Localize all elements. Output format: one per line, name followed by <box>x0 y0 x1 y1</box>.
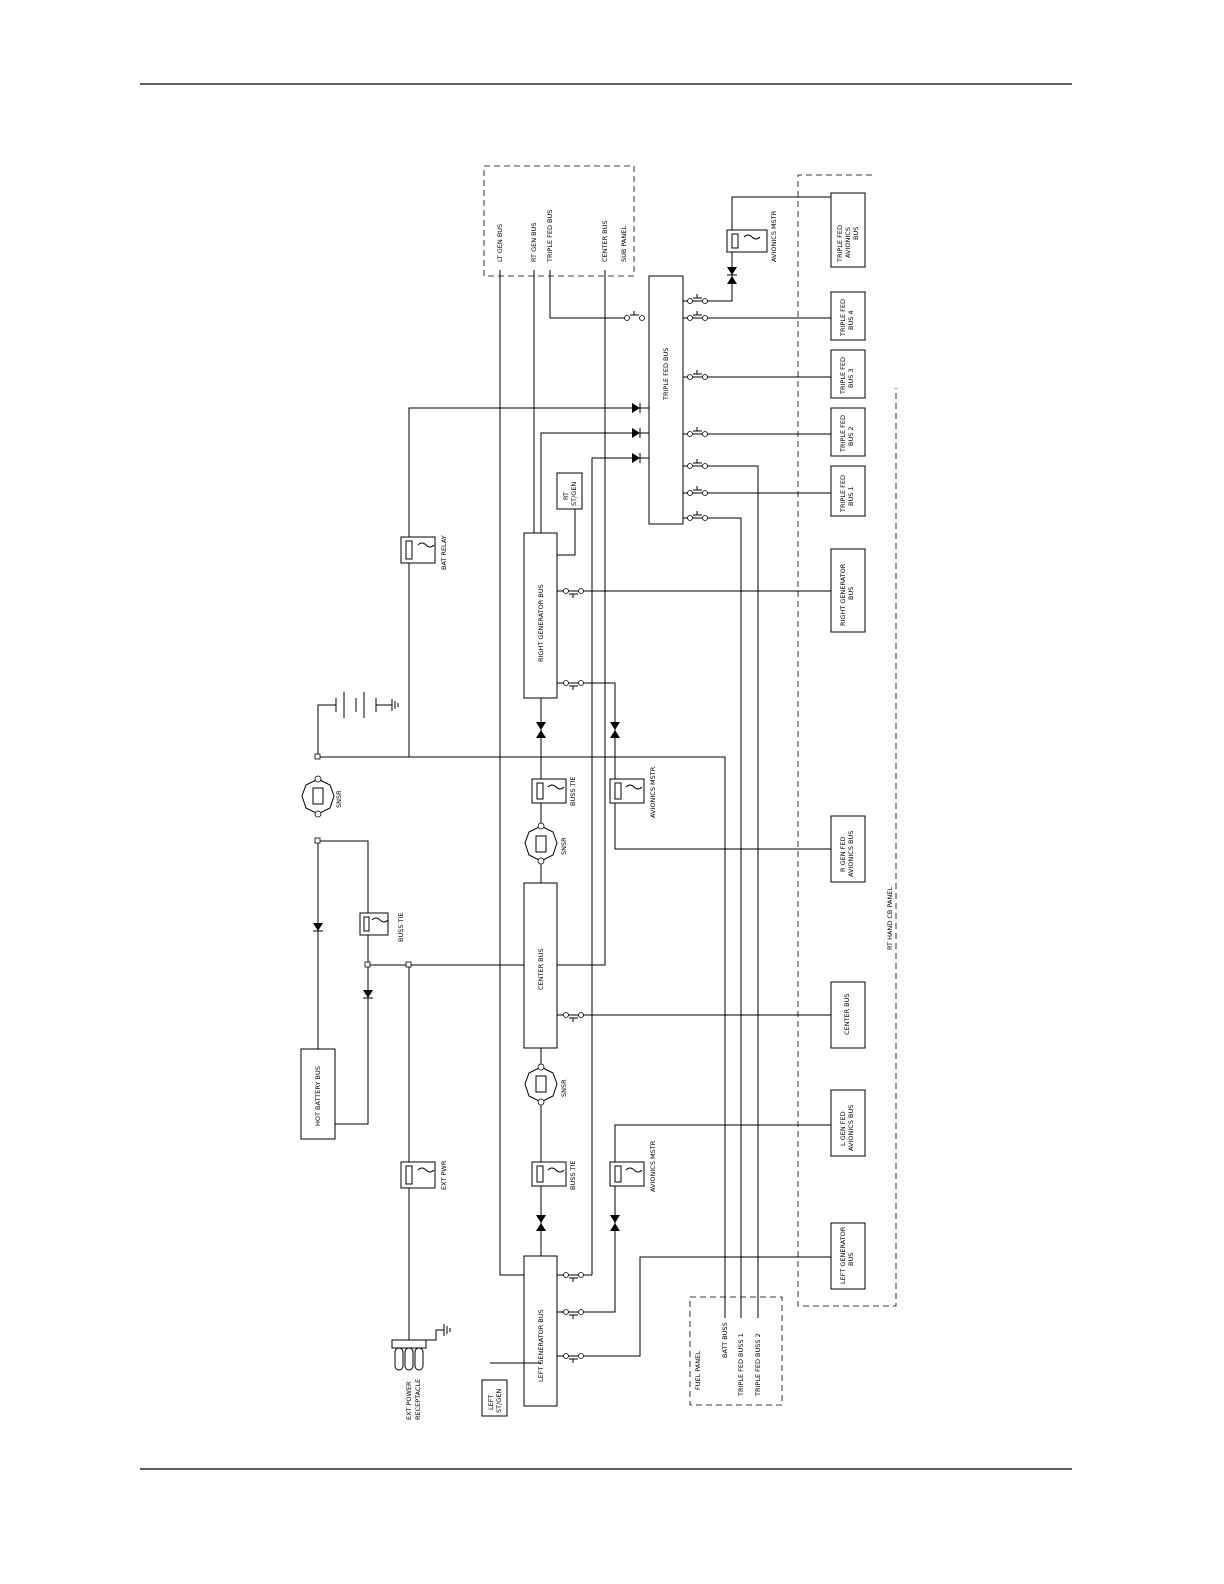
snsr-right-label: SNSR <box>560 837 568 855</box>
rt-st-gen-label-1: RT <box>562 492 570 500</box>
fuel-panel-label: FUEL PANEL <box>694 1351 702 1390</box>
cb-left-generator-bus <box>830 1222 866 1290</box>
buss-tie-hot-label: BUSS TIE <box>397 912 405 942</box>
cb-triple-fed-bus-4 <box>830 291 866 341</box>
triple-fed-bus-sub-label: TRIPLE FED BUS <box>546 210 554 263</box>
buss-tie-hot-relay-icon <box>359 912 389 936</box>
ext-power-receptacle-label-1: EXT POWER <box>405 1381 413 1420</box>
battery-icon <box>335 692 399 718</box>
cb-tf-3-label-1: TRIPLE FED <box>839 357 847 395</box>
lt-gen-bus-label: LT GEN BUS <box>496 224 504 262</box>
cb-right-gen-label-2: BUS <box>847 587 855 600</box>
cb-r-gen-fed-label-2: AVIONICS BUS <box>847 831 855 877</box>
diodes <box>313 267 737 1231</box>
sub-panel-label: SUB PANEL <box>620 226 628 262</box>
left-st-gen-box <box>481 1379 508 1417</box>
left-st-gen-label-1: LEFT <box>487 1395 495 1410</box>
ext-power-receptacle-label-2: RECEPTACLE <box>414 1379 422 1420</box>
rt-hand-cb-panel <box>797 174 897 1307</box>
left-generator-bus <box>523 1255 558 1407</box>
avionics-mstr-left-label: AVIONICS MSTR <box>649 1140 657 1192</box>
triple-fed-buss-1-label: TRIPLE FED BUSS 1 <box>737 1333 745 1397</box>
snsr-right-icon <box>524 822 558 865</box>
cb-r-gen-fed-avionics-bus <box>830 815 866 883</box>
circuit-breakers <box>563 294 708 1363</box>
cb-tf-4-label-1: TRIPLE FED <box>839 299 847 337</box>
rt-st-gen-label-2: ST/GEN <box>570 482 578 506</box>
sub-panel <box>483 165 635 277</box>
cb-tf-avionics-label-3: BUS <box>852 227 860 240</box>
cb-r-gen-fed-label-1: R GEN FED <box>839 836 847 872</box>
hot-battery-bus <box>300 1048 336 1140</box>
triple-fed-bus <box>648 275 684 525</box>
ext-pwr-label: EXT PWR <box>440 1160 448 1190</box>
triple-fed-bus-label: TRIPLE FED BUS <box>662 348 670 401</box>
cb-tf-avionics-label-2: AVIONICS <box>844 227 852 258</box>
bat-relay-icon <box>400 536 436 564</box>
snsr-battery-label: SNSR <box>335 790 343 808</box>
rt-hand-cb-panel-label: RT HAND CB PANEL <box>886 887 894 950</box>
fuel-panel <box>689 1296 783 1406</box>
cb-triple-fed-bus-3 <box>830 349 866 399</box>
snsr-left-label: SNSR <box>560 1079 568 1097</box>
cb-tf-4-label-2: BUS 4 <box>847 310 855 330</box>
batt-buss-label: BATT BUSS <box>721 1322 729 1358</box>
cb-tf-1-label-2: BUS 1 <box>847 486 855 506</box>
cb-center-bus <box>830 981 866 1049</box>
cb-tf-1-label-1: TRIPLE FED <box>839 475 847 513</box>
rt-gen-bus-label: RT GEN BUS <box>530 223 538 263</box>
cb-triple-fed-bus-2 <box>830 407 866 457</box>
cb-l-gen-fed-label-2: AVIONICS BUS <box>847 1105 855 1151</box>
center-bus-sub-label: CENTER BUS <box>601 220 609 262</box>
cb-l-gen-fed-label-1: L GEN FED <box>839 1111 847 1146</box>
junctions <box>314 753 412 968</box>
buss-tie-left-relay-icon <box>531 1161 567 1187</box>
center-bus <box>523 882 558 1049</box>
ext-power-receptacle-icon <box>391 1339 427 1371</box>
avionics-mstr-triple-label: AVIONICS MSTR <box>770 210 778 262</box>
buss-tie-left-label: BUSS TIE <box>569 1160 577 1190</box>
cb-left-gen-label-1: LEFT GENERATOR <box>839 1226 847 1284</box>
cb-tf-avionics-label-1: TRIPLE FED <box>836 225 844 263</box>
avionics-mstr-triple-relay-icon <box>726 229 768 253</box>
snsr-left-icon <box>524 1063 558 1106</box>
buss-tie-right-label: BUSS TIE <box>569 776 577 806</box>
ext-pwr-relay-icon <box>400 1161 436 1189</box>
hot-battery-bus-label: HOT BATTERY BUS <box>314 1066 322 1126</box>
avionics-mstr-right-relay-icon <box>609 778 645 804</box>
cb-tf-2-label-1: TRIPLE FED <box>839 415 847 453</box>
cb-l-gen-fed-avionics-bus <box>830 1089 866 1157</box>
bat-relay-label: BAT RELAY <box>440 535 448 570</box>
cb-right-gen-label-1: RIGHT GENERATOR <box>839 563 847 626</box>
right-generator-bus <box>523 532 558 699</box>
ground-icon <box>443 1324 451 1336</box>
cb-left-gen-label-2: BUS <box>847 1253 855 1266</box>
cb-tf-3-label-2: BUS 3 <box>847 368 855 388</box>
avionics-mstr-left-relay-icon <box>609 1161 645 1187</box>
avionics-mstr-right-label: AVIONICS MSTR <box>649 766 657 818</box>
snsr-battery-icon <box>301 775 335 818</box>
left-generator-bus-label: LEFT GENERATOR BUS <box>537 1309 545 1382</box>
triple-fed-buss-2-label: TRIPLE FED BUSS 2 <box>754 1333 762 1397</box>
right-generator-bus-label: RIGHT GENERATOR BUS <box>537 584 545 662</box>
center-bus-label: CENTER BUS <box>537 948 545 990</box>
cb-center-label: CENTER BUS <box>843 993 851 1035</box>
rt-st-gen-box <box>556 472 583 510</box>
left-st-gen-label-2: ST/GEN <box>495 1389 503 1413</box>
cb-tf-2-label-2: BUS 2 <box>847 426 855 446</box>
cb-triple-fed-bus-1 <box>830 465 866 517</box>
cb-triple-fed-avionics-bus <box>830 192 866 268</box>
buss-tie-right-relay-icon <box>531 778 567 804</box>
